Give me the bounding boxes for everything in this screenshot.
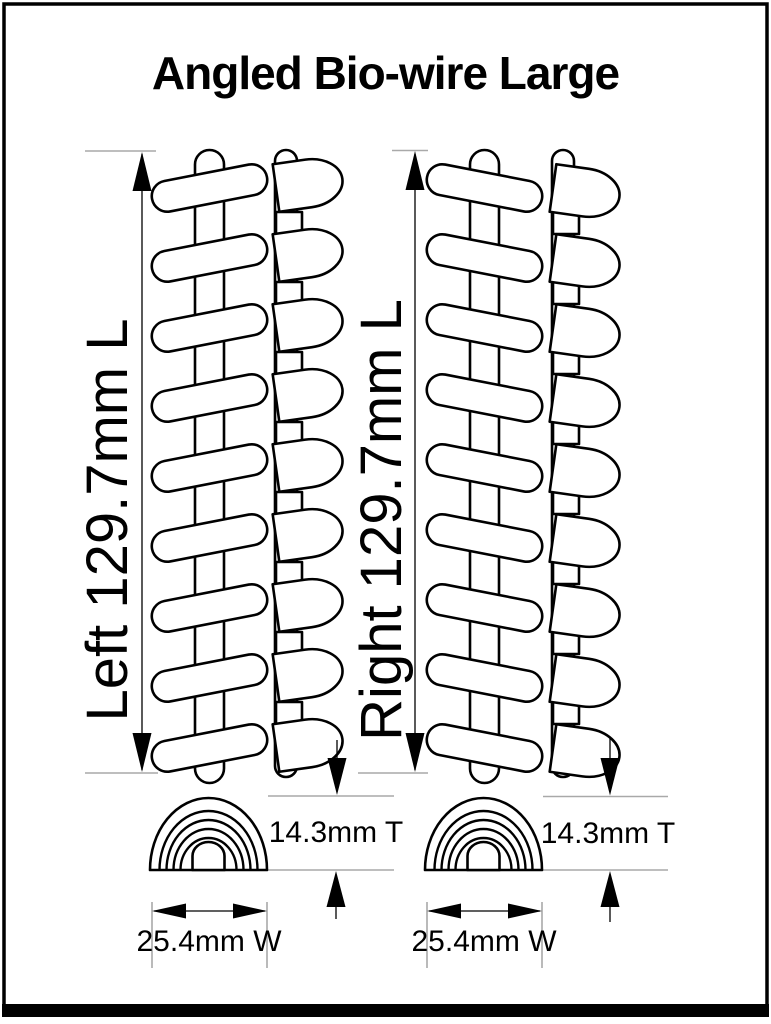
left-thickness-label: 14.3mm T bbox=[268, 816, 404, 849]
lobe bbox=[271, 573, 347, 634]
right-cross-section bbox=[423, 796, 544, 872]
left-width-label: 25.4mm W bbox=[136, 925, 282, 958]
right-thickness-label: 14.3mm T bbox=[540, 817, 676, 850]
right-width-dimension bbox=[426, 902, 543, 968]
right-width-label: 25.4mm W bbox=[411, 925, 557, 958]
left-thickness-dimension bbox=[268, 740, 394, 919]
lobe bbox=[271, 643, 347, 704]
lobe bbox=[271, 433, 347, 494]
lobe bbox=[548, 302, 624, 363]
lobe bbox=[548, 442, 624, 503]
right-front-view bbox=[422, 148, 547, 785]
lobe bbox=[271, 363, 347, 424]
lobe bbox=[548, 582, 624, 643]
right-side-view bbox=[548, 148, 624, 783]
lobe bbox=[548, 372, 624, 433]
left-cross-section bbox=[148, 796, 269, 872]
lobe bbox=[548, 512, 624, 573]
left-length-label: Left 129.7mm L bbox=[75, 318, 140, 722]
lobe bbox=[271, 223, 347, 284]
left-width-dimension bbox=[151, 902, 268, 968]
right-thickness-dimension bbox=[543, 738, 668, 922]
lobe bbox=[271, 293, 347, 354]
lobe bbox=[271, 153, 347, 214]
page-title: Angled Bio-wire Large bbox=[151, 47, 620, 99]
right-length-label: Right 129.7mm L bbox=[349, 299, 414, 741]
left-side-view bbox=[271, 148, 347, 779]
left-length-dimension bbox=[85, 150, 158, 774]
lobe bbox=[548, 162, 624, 223]
lobe bbox=[271, 503, 347, 564]
lobe bbox=[548, 652, 624, 713]
left-front-view bbox=[147, 148, 272, 785]
lobe bbox=[548, 232, 624, 293]
right-length-dimension bbox=[358, 149, 428, 774]
